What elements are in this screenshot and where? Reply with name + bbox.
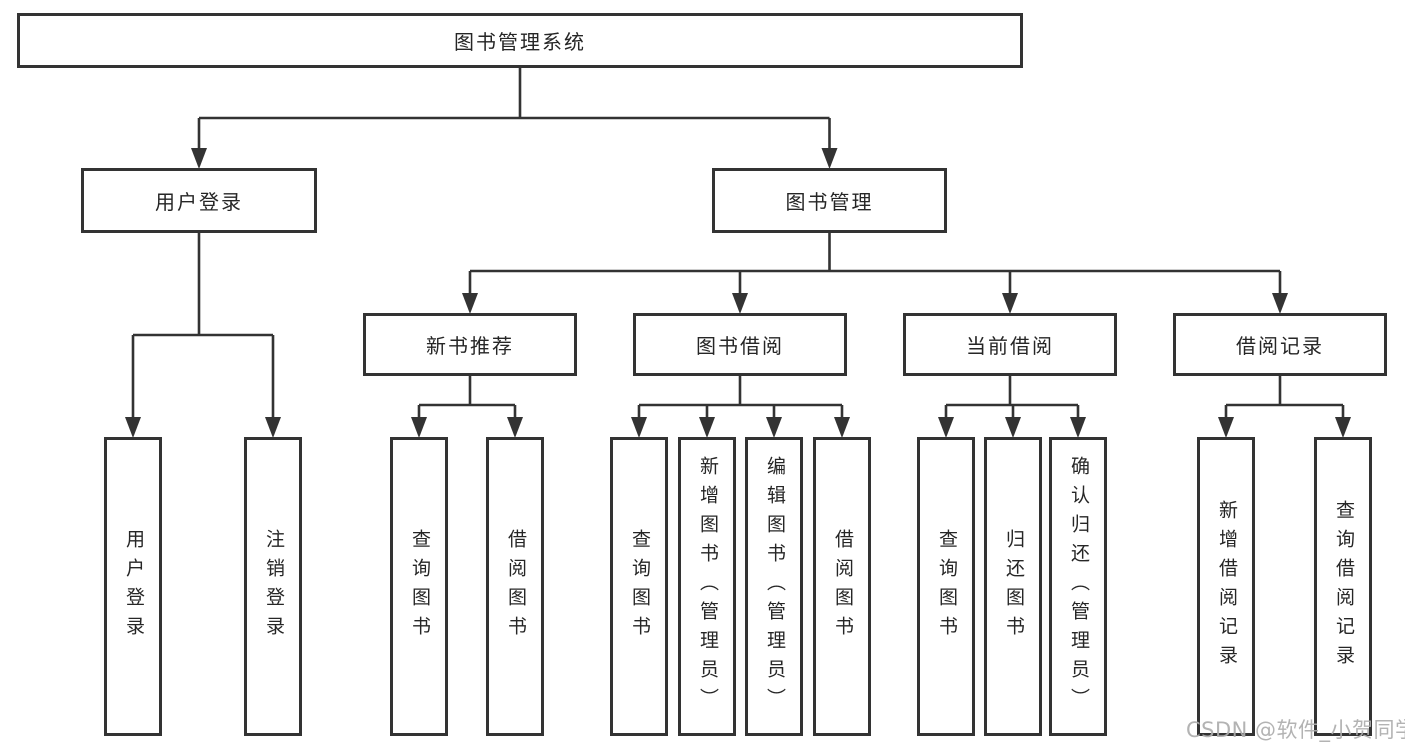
node-user-login: 用户登录: [81, 168, 317, 233]
leaf-edit-book-admin: 编辑图书（管理员）: [745, 437, 803, 736]
node-borrowing-records: 借阅记录: [1173, 313, 1387, 376]
node-new-book-recommendation: 新书推荐: [363, 313, 577, 376]
node-label: 用户登录: [155, 190, 243, 214]
leaf-query-books: 查询图书: [917, 437, 975, 736]
leaf-logout: 注销登录: [244, 437, 302, 736]
node-label: 编辑图书（管理员）: [763, 456, 786, 717]
node-current-borrowing: 当前借阅: [903, 313, 1117, 376]
node-label: 借阅记录: [1236, 334, 1324, 358]
node-library-management-system: 图书管理系统: [17, 13, 1023, 68]
leaf-add-book-admin: 新增图书（管理员）: [678, 437, 736, 736]
node-label: 用户登录: [122, 528, 145, 645]
node-label: 新增借阅记录: [1215, 499, 1238, 674]
node-label: 注销登录: [262, 528, 285, 645]
leaf-query-books: 查询图书: [390, 437, 448, 736]
node-book-borrowing: 图书借阅: [633, 313, 847, 376]
node-label: 新增图书（管理员）: [696, 456, 719, 717]
leaf-return-book: 归还图书: [984, 437, 1042, 736]
leaf-query-borrow-record: 查询借阅记录: [1314, 437, 1372, 736]
node-label: 查询借阅记录: [1332, 499, 1355, 674]
leaf-borrow-books: 借阅图书: [813, 437, 871, 736]
node-label: 借阅图书: [504, 528, 527, 645]
watermark: CSDN @软件_小贺同学: [1186, 718, 1405, 742]
leaf-query-books: 查询图书: [610, 437, 668, 736]
node-label: 查询图书: [408, 528, 431, 645]
node-label: 图书借阅: [696, 334, 784, 358]
node-label: 当前借阅: [966, 334, 1054, 358]
node-label: 查询图书: [935, 528, 958, 645]
node-label: 查询图书: [628, 528, 651, 645]
node-book-management: 图书管理: [712, 168, 947, 233]
leaf-user-login: 用户登录: [104, 437, 162, 736]
node-label: 图书管理系统: [454, 30, 586, 54]
node-label: 图书管理: [785, 190, 874, 214]
node-label: 归还图书: [1002, 528, 1025, 645]
node-label: 借阅图书: [831, 528, 854, 645]
node-label: 确认归还（管理员）: [1067, 456, 1090, 717]
leaf-confirm-return-admin: 确认归还（管理员）: [1049, 437, 1107, 736]
node-label: 新书推荐: [426, 334, 514, 358]
leaf-borrow-books: 借阅图书: [486, 437, 544, 736]
leaf-add-borrow-record: 新增借阅记录: [1197, 437, 1255, 736]
